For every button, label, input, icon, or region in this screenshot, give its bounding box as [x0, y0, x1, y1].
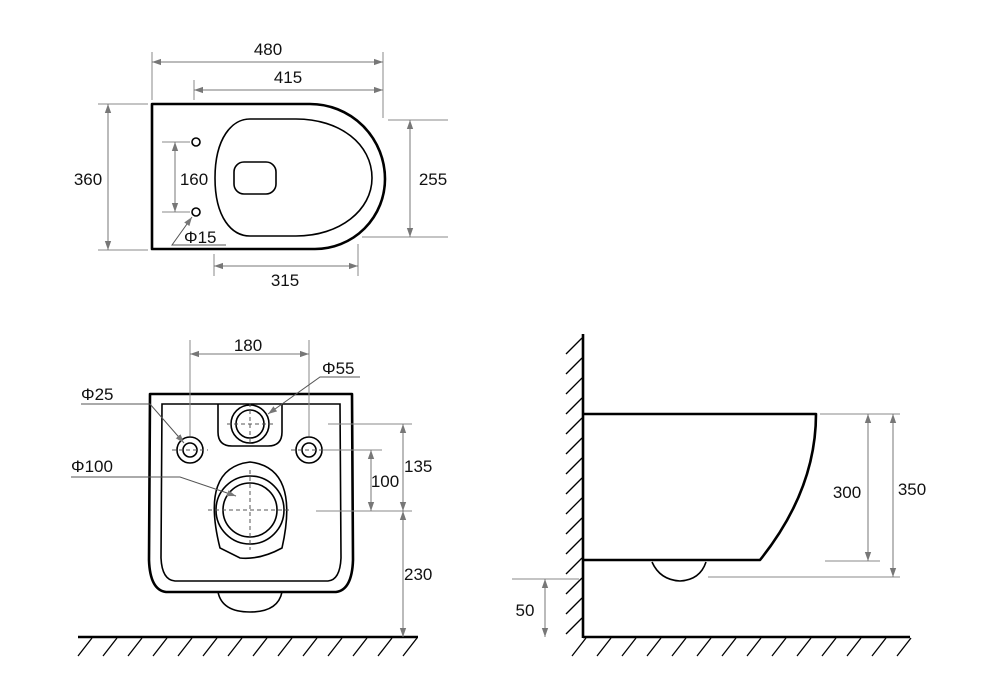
- dim-body-height-label: 300: [833, 483, 861, 502]
- dim-floor-gap-label: 50: [516, 601, 535, 620]
- dim-bowl-label: 415: [274, 68, 302, 87]
- dim-bolt-diameter-label: Φ15: [184, 228, 216, 247]
- bolt-hole-bottom: [191, 207, 201, 217]
- dim-outlet-diameter-label: Φ100: [71, 457, 113, 476]
- dim-fixing-diameter-label: Φ25: [81, 385, 113, 404]
- top-view: 480 415 360 160 255 Φ15 315: [74, 40, 448, 290]
- rear-body-outer: [147, 392, 355, 594]
- dim-length-label: 480: [254, 40, 282, 59]
- bowl-opening: [214, 118, 373, 237]
- rear-view: 180 Φ55 Φ25 Φ100 135 100 230: [71, 336, 432, 657]
- rear-floor-hatch: [77, 637, 418, 657]
- rear-foot: [217, 591, 283, 613]
- top-view-outline: [150, 102, 387, 251]
- dim-bowl-front-label: 315: [271, 271, 299, 290]
- side-foot: [651, 561, 707, 582]
- bolt-hole-top: [191, 137, 201, 147]
- dim-outlet-height-label: 230: [404, 565, 432, 584]
- side-floor-hatch: [571, 637, 912, 657]
- dim-fixing-spacing-label: 180: [234, 336, 262, 355]
- drain-hole: [233, 161, 277, 195]
- wall-hatch: [565, 337, 583, 635]
- dim-fixing-offset-label: 135: [404, 457, 432, 476]
- dim-inlet-diameter-label: Φ55: [322, 359, 354, 378]
- dim-bolt-spacing-label: 160: [180, 170, 208, 189]
- dim-width-label: 360: [74, 170, 102, 189]
- dim-outlet-offset-label: 100: [371, 472, 399, 491]
- inlet-housing: [217, 404, 283, 447]
- side-body: [583, 412, 818, 562]
- dim-total-height-label: 350: [898, 480, 926, 499]
- rear-body-inner: [160, 403, 342, 582]
- dim-bowl-width-label: 255: [419, 170, 447, 189]
- side-view: 300 350 50: [512, 334, 926, 657]
